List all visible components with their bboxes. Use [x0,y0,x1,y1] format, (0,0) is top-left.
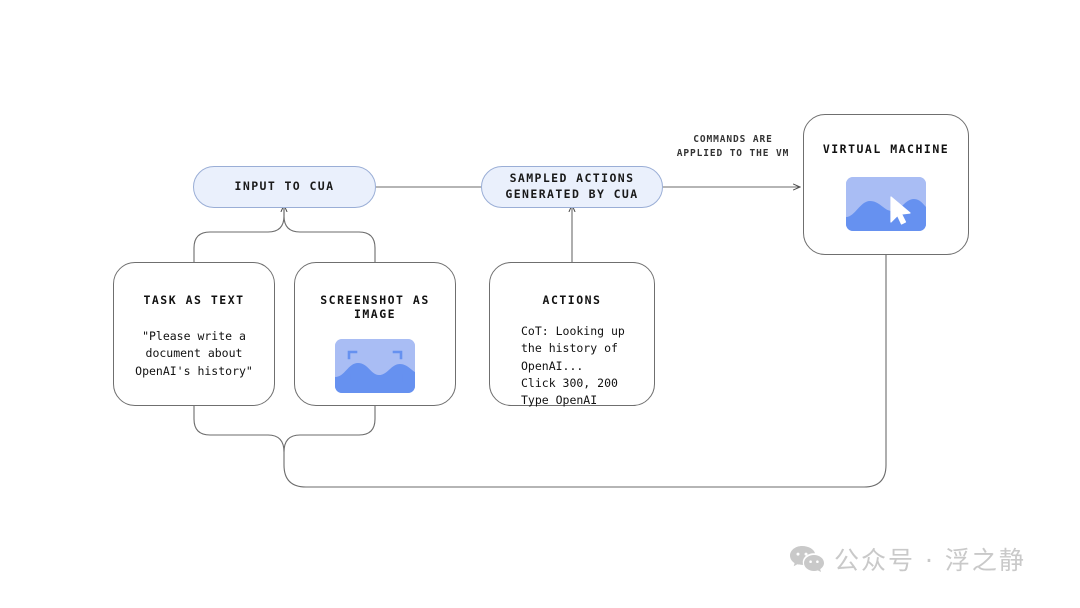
wechat-icon [790,545,824,573]
node-actions-body: CoT: Looking up the history of OpenAI...… [521,324,625,407]
node-sampled-actions[interactable]: SAMPLED ACTIONS GENERATED BY CUA [481,166,663,208]
node-task-as-text-body: "Please write a document about OpenAI's … [135,329,253,378]
node-input-to-cua[interactable]: INPUT TO CUA [193,166,376,208]
node-sampled-actions-label: SAMPLED ACTIONS GENERATED BY CUA [505,171,639,201]
node-task-as-text-title: TASK AS TEXT [143,293,245,307]
node-virtual-machine-title: VIRTUAL MACHINE [822,142,950,156]
node-actions[interactable]: ACTIONS CoT: Looking up the history of O… [489,262,655,407]
node-actions-title: ACTIONS [542,293,602,307]
node-input-to-cua-label: INPUT TO CUA [234,179,335,194]
node-virtual-machine[interactable]: VIRTUAL MACHINE [803,114,969,255]
wire-task-to-input [193,205,284,262]
edge-label-commands-applied: COMMANDS ARE APPLIED TO THE VM [676,134,790,159]
wire-screenshot-to-input [283,205,376,262]
virtual-machine-screen-icon [846,177,926,231]
screenshot-image-icon [335,339,415,393]
watermark: 公众号 · 浮之静 [790,541,1026,577]
cursor-icon [890,196,911,225]
node-task-as-text[interactable]: TASK AS TEXT "Please write a document ab… [113,262,275,406]
node-screenshot-as-image-title: SCREENSHOT AS IMAGE [320,293,430,321]
watermark-text: 公众号 · 浮之静 [834,546,1026,575]
wire-vm-feedback-to-screenshot [283,406,376,453]
node-screenshot-as-image[interactable]: SCREENSHOT AS IMAGE [294,262,456,406]
